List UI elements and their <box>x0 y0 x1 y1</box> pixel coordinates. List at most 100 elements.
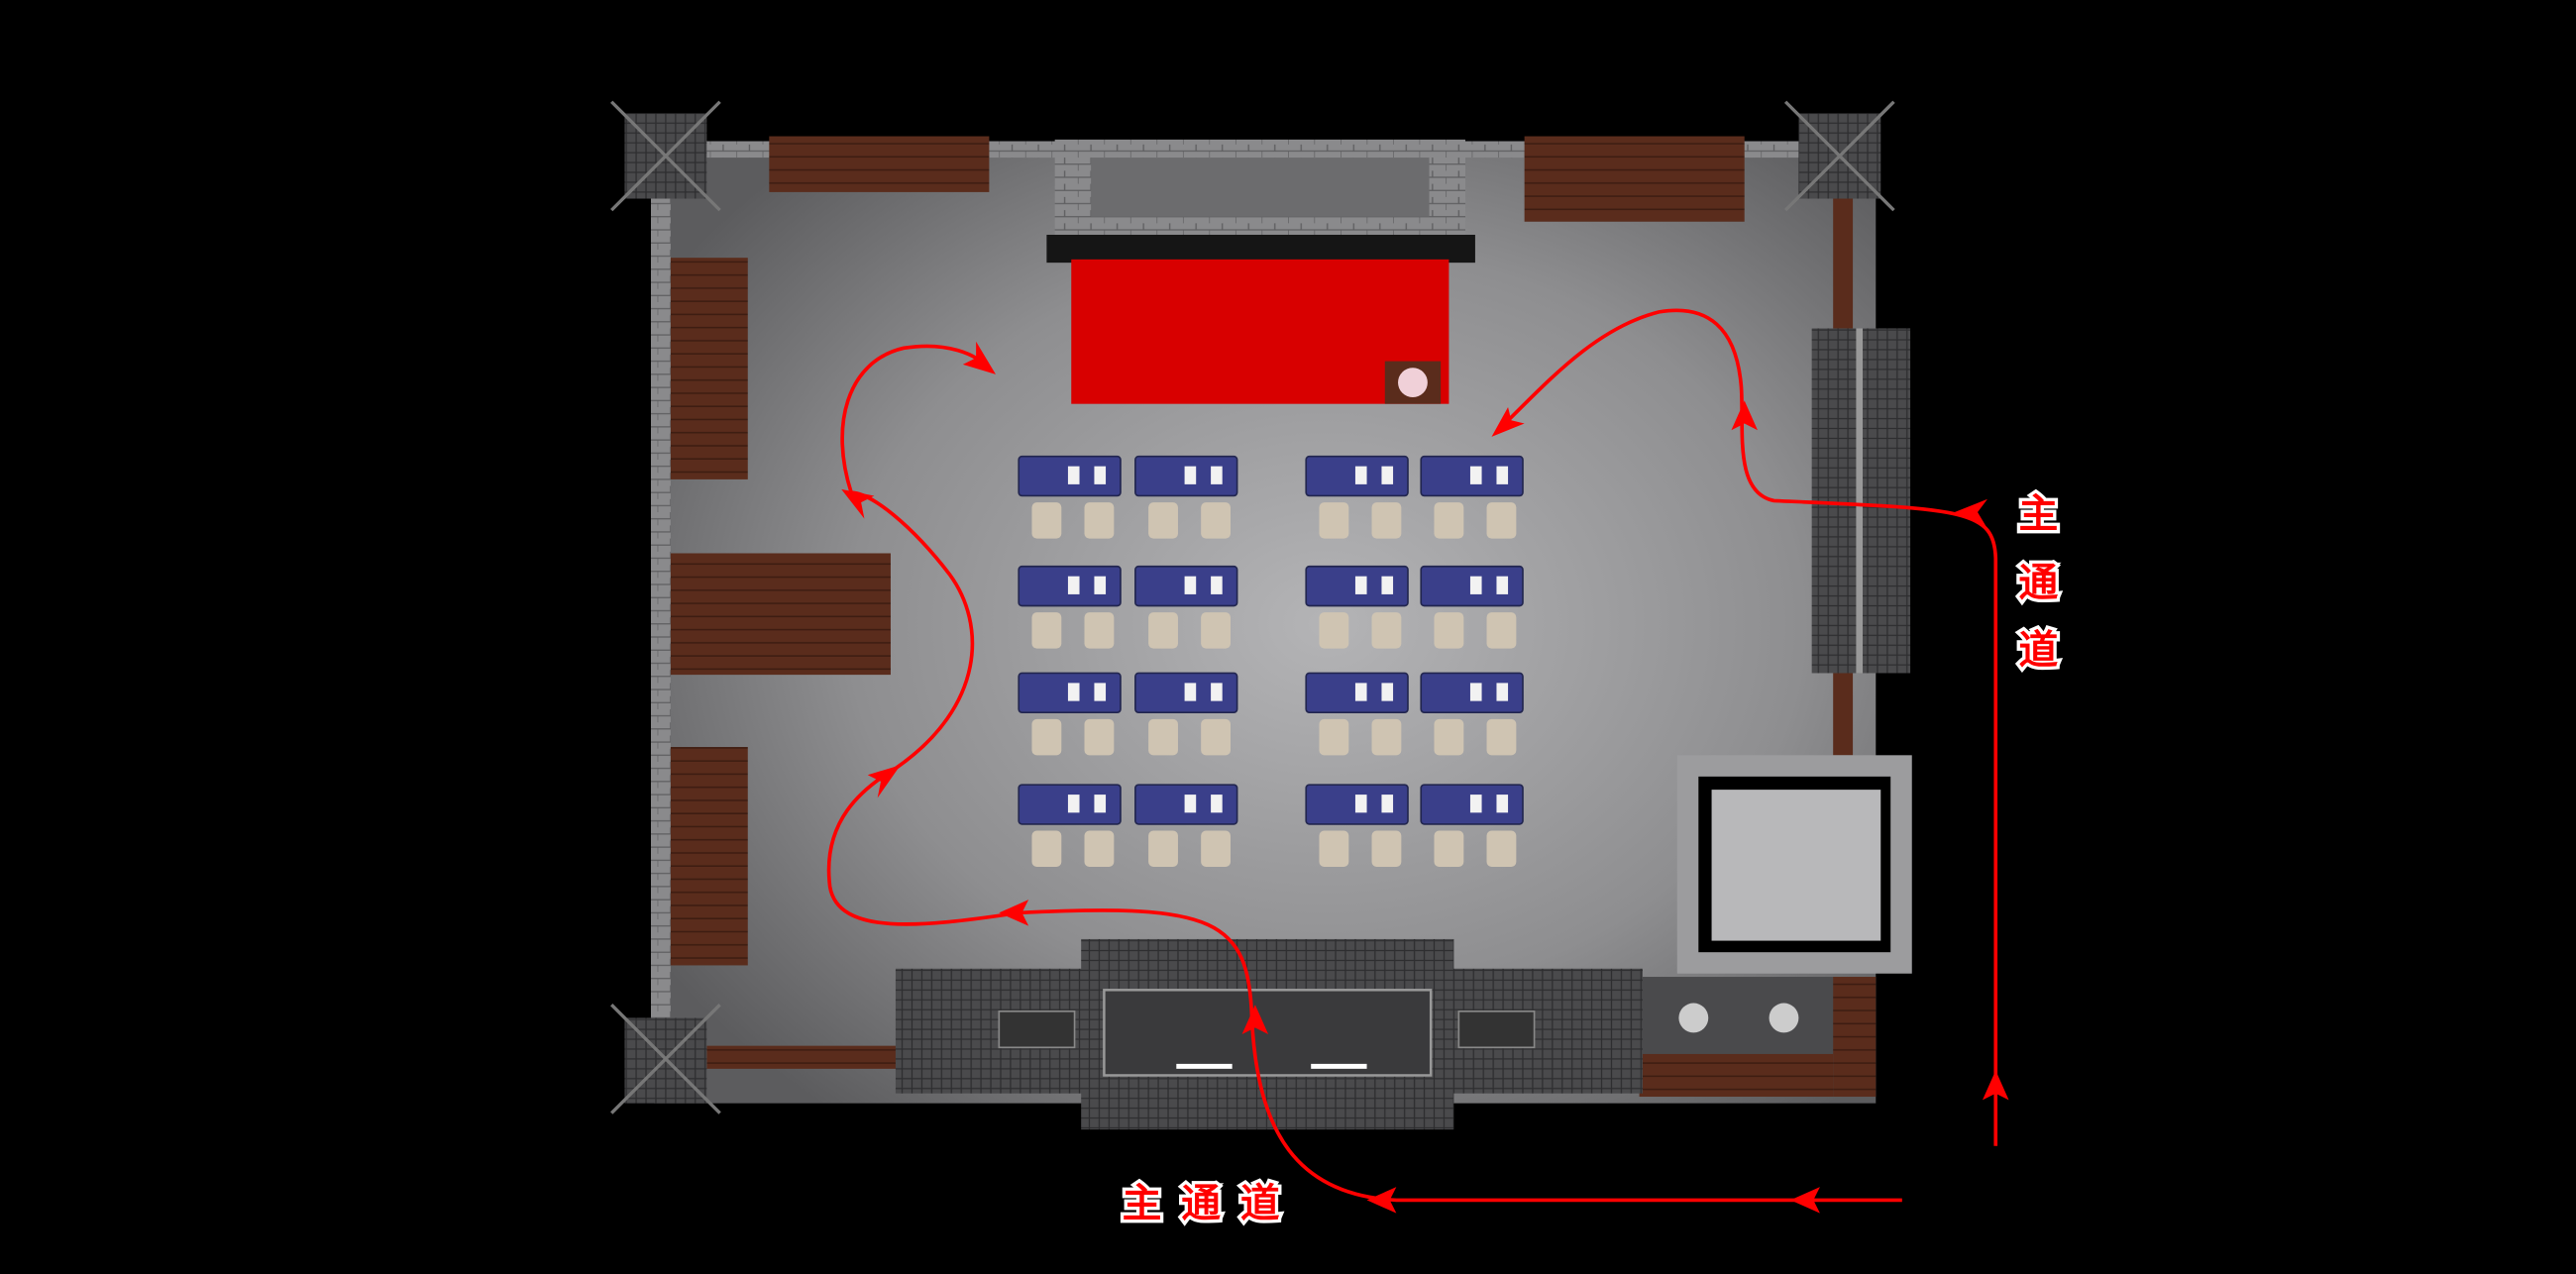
name-card <box>1067 466 1080 484</box>
name-card <box>1184 683 1197 701</box>
name-card <box>1354 576 1367 594</box>
chair <box>1084 718 1115 756</box>
seating-area <box>1018 455 1524 868</box>
name-card <box>1381 576 1394 594</box>
chair <box>1031 502 1062 539</box>
label-char: 主 <box>2018 491 2058 537</box>
corner-tower-top-right <box>1783 100 1895 212</box>
chair <box>1148 612 1178 649</box>
chair <box>1031 718 1062 756</box>
name-card <box>1184 795 1197 813</box>
name-card <box>1354 683 1367 701</box>
arrow-head <box>1731 400 1758 431</box>
chair <box>1434 502 1464 539</box>
name-card <box>1211 795 1223 813</box>
stool <box>1678 1003 1709 1033</box>
bench-left-lower <box>670 747 748 966</box>
chair <box>1319 718 1349 756</box>
label-char: 通 <box>1181 1181 1221 1226</box>
bench-top-left <box>769 136 990 192</box>
flower-icon <box>1398 368 1428 398</box>
chair <box>1486 612 1517 649</box>
arrow-head <box>841 488 875 519</box>
bottom-right-post <box>1833 977 1877 1098</box>
table-set <box>1134 565 1238 649</box>
chair <box>1434 612 1464 649</box>
main-aisle-label-bottom: 主 通 道 <box>1119 1178 1283 1230</box>
arrow-head <box>1983 1070 2009 1101</box>
label-char: 道 <box>2018 628 2058 674</box>
stage-planter <box>1046 234 1475 264</box>
stool <box>1769 1003 1799 1033</box>
arrow-head <box>1954 498 1987 529</box>
name-card <box>1094 576 1107 594</box>
label-char: 通 <box>2018 561 2058 606</box>
name-card <box>1469 795 1482 813</box>
name-card <box>1381 466 1394 484</box>
name-card <box>1094 466 1107 484</box>
arrow-head <box>1491 406 1525 437</box>
name-card <box>1381 795 1394 813</box>
label-char: 主 <box>1123 1181 1162 1226</box>
name-card <box>1469 576 1482 594</box>
chair <box>1371 718 1402 756</box>
name-card <box>1184 576 1197 594</box>
main-aisle-label-right: 主 通 道 <box>2015 488 2062 677</box>
table-set <box>1420 565 1524 649</box>
stage-backdrop-inner <box>1091 158 1430 217</box>
table-set <box>1018 565 1122 649</box>
corner-tower-bottom-left <box>610 1004 721 1115</box>
chair <box>1486 830 1517 868</box>
table-set <box>1305 672 1409 756</box>
left-wall <box>651 158 671 1044</box>
name-card <box>1067 576 1080 594</box>
chair <box>1148 502 1178 539</box>
route-right-entry <box>1496 308 1998 1146</box>
name-card <box>1067 795 1080 813</box>
name-card <box>1469 683 1482 701</box>
chair <box>1486 502 1517 539</box>
name-card <box>1211 576 1223 594</box>
table-set <box>1134 455 1238 539</box>
chair <box>1371 612 1402 649</box>
chair <box>1201 830 1231 868</box>
chair <box>1486 718 1517 756</box>
chair <box>1201 718 1231 756</box>
name-card <box>1381 683 1394 701</box>
table-set <box>1134 672 1238 756</box>
table-set <box>1420 455 1524 539</box>
table-set <box>1134 784 1238 868</box>
name-card <box>1496 683 1509 701</box>
name-card <box>1496 576 1509 594</box>
name-card <box>1496 795 1509 813</box>
chair <box>1201 612 1231 649</box>
chair <box>1319 612 1349 649</box>
arrow-head <box>999 900 1029 926</box>
bottom-left-fence <box>706 1045 901 1069</box>
name-card <box>1184 466 1197 484</box>
chair <box>1084 612 1115 649</box>
table-set <box>1018 672 1122 756</box>
name-card <box>1094 795 1107 813</box>
chair <box>1148 830 1178 868</box>
table-set <box>1420 784 1524 868</box>
name-card <box>1211 683 1223 701</box>
table-set <box>1018 784 1122 868</box>
right-corridor-ridge <box>1856 328 1864 674</box>
arrow-head <box>1241 1005 1269 1035</box>
chair <box>1031 830 1062 868</box>
entrance-gate <box>895 938 1643 1130</box>
bench-top-right <box>1524 136 1745 222</box>
name-card <box>1469 466 1482 484</box>
corner-tower-top-left <box>610 100 721 212</box>
name-card <box>1094 683 1107 701</box>
name-card <box>1354 466 1367 484</box>
arrow-head <box>1790 1187 1820 1214</box>
arrow-head <box>1366 1187 1397 1214</box>
chair <box>1319 502 1349 539</box>
arrow-head <box>962 341 997 374</box>
chair <box>1031 612 1062 649</box>
table-set <box>1018 455 1122 539</box>
name-card <box>1354 795 1367 813</box>
